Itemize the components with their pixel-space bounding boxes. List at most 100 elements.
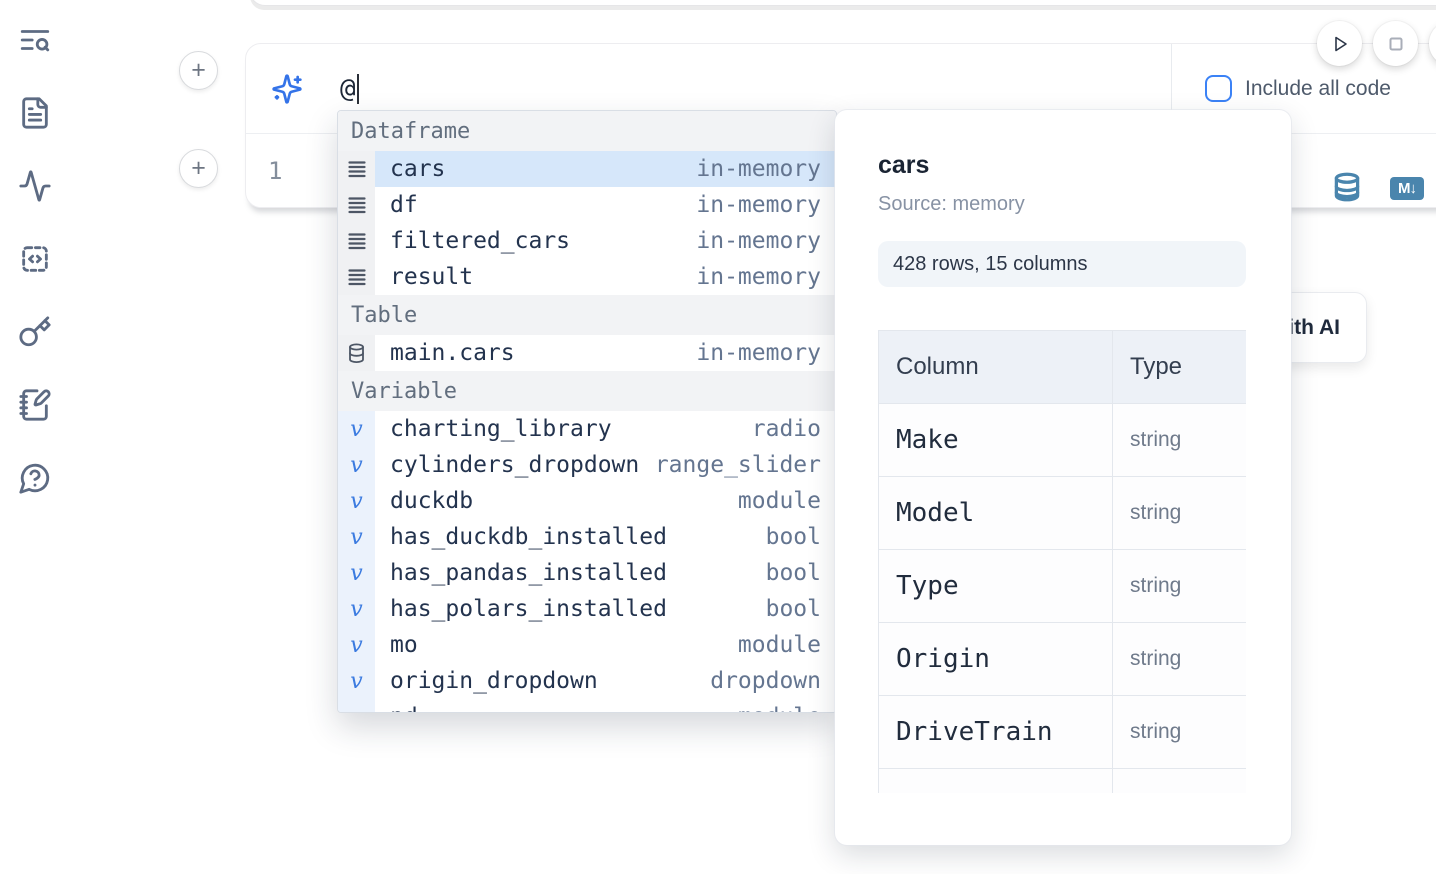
autocomplete-section-header: Variable (338, 371, 836, 411)
item-name: main.cars (390, 340, 515, 366)
variable-icon: v (350, 632, 363, 658)
item-name: has_pandas_installed (390, 560, 667, 586)
item-type: module (724, 704, 821, 712)
dataframe-preview-panel: cars Source: memory 428 rows, 15 columns… (835, 110, 1291, 845)
preview-title: cars (878, 151, 930, 179)
schema-column-type: string (1112, 622, 1246, 696)
include-all-code-checkbox[interactable] (1205, 75, 1232, 102)
item-name: df (390, 192, 418, 218)
item-name: duckdb (390, 488, 474, 514)
code-editor-row[interactable]: 1 M↓ (246, 134, 1436, 207)
item-type: in-memory (696, 156, 821, 182)
item-type: radio (751, 416, 821, 442)
variable-icon: v (350, 668, 363, 694)
schema-header-cell: Type (1112, 330, 1246, 404)
variable-icon: v (338, 663, 375, 699)
activity-icon[interactable] (16, 168, 54, 204)
variable-icon: v (350, 488, 363, 514)
database-icon[interactable] (1332, 170, 1362, 204)
schema-column-type: string (1112, 403, 1246, 477)
autocomplete-item-has_pandas_installed[interactable]: v has_pandas_installed bool (338, 555, 836, 591)
item-name: cars (390, 156, 446, 182)
item-type: bool (765, 596, 821, 622)
scratchpad-code-icon[interactable] (16, 241, 54, 277)
autocomplete-item-body: duckdb module (375, 483, 836, 519)
autocomplete-item-duckdb[interactable]: v duckdb module (338, 483, 836, 519)
autocomplete-item-cars[interactable]: cars in-memory (338, 151, 836, 187)
autocomplete-item-result[interactable]: result in-memory (338, 259, 836, 295)
autocomplete-item-body: cars in-memory (375, 151, 836, 187)
item-type: in-memory (696, 192, 821, 218)
markdown-icon[interactable]: M↓ (1390, 177, 1424, 200)
item-type: module (737, 488, 821, 514)
include-all-code-group: Include all code (1205, 44, 1391, 133)
add-cell-below-button[interactable]: + (179, 149, 218, 188)
ai-prompt-input[interactable]: @ (340, 73, 359, 104)
variable-icon: v (350, 524, 363, 550)
schema-column-name: Model (878, 476, 1113, 550)
sidebar (16, 22, 54, 496)
key-icon[interactable] (16, 314, 54, 350)
variable-icon: v (350, 596, 363, 622)
item-name: result (390, 264, 474, 290)
autocomplete-item-pd[interactable]: vpdmodule (338, 699, 836, 712)
schema-row (878, 768, 1246, 793)
sparkles-icon (271, 73, 303, 105)
include-all-code-label: Include all code (1245, 76, 1391, 100)
variable-icon: v (338, 699, 375, 712)
notebook-pen-icon[interactable] (16, 387, 54, 423)
item-type: range_slider (654, 452, 821, 478)
schema-column-type: string (1112, 476, 1246, 550)
variable-icon: v (338, 447, 375, 483)
variable-icon: v (338, 411, 375, 447)
item-type: module (737, 632, 821, 658)
add-cell-above-button[interactable]: + (179, 51, 218, 90)
variable-icon: v (338, 519, 375, 555)
schema-column-name: Make (878, 403, 1113, 477)
variable-icon: v (338, 555, 375, 591)
item-type: dropdown (710, 668, 821, 694)
item-name: charting_library (390, 416, 612, 442)
variable-icon: v (350, 452, 363, 478)
item-type: in-memory (696, 264, 821, 290)
autocomplete-item-body: df in-memory (375, 187, 836, 223)
play-icon (1334, 36, 1347, 51)
autocomplete-section-header: Table (338, 295, 836, 335)
autocomplete-item-body: has_pandas_installed bool (375, 555, 836, 591)
schema-column-name (878, 768, 1113, 793)
rows-icon (338, 187, 375, 223)
extra-control-button[interactable] (1429, 21, 1436, 66)
file-text-icon[interactable] (16, 95, 54, 131)
text-cursor (356, 73, 359, 104)
divider (1171, 44, 1172, 133)
stop-button[interactable] (1373, 21, 1418, 66)
run-cell-button[interactable] (1317, 21, 1362, 66)
help-chat-icon[interactable] (16, 460, 54, 496)
schema-column-name: DriveTrain (878, 695, 1113, 769)
autocomplete-item-df[interactable]: df in-memory (338, 187, 836, 223)
item-type: in-memory (696, 228, 821, 254)
autocomplete-item-charting_library[interactable]: v charting_library radio (338, 411, 836, 447)
schema-column-name: Type (878, 549, 1113, 623)
item-type: bool (765, 560, 821, 586)
autocomplete-item-body: result in-memory (375, 259, 836, 295)
line-number: 1 (268, 156, 283, 185)
text-search-icon[interactable] (16, 22, 54, 58)
